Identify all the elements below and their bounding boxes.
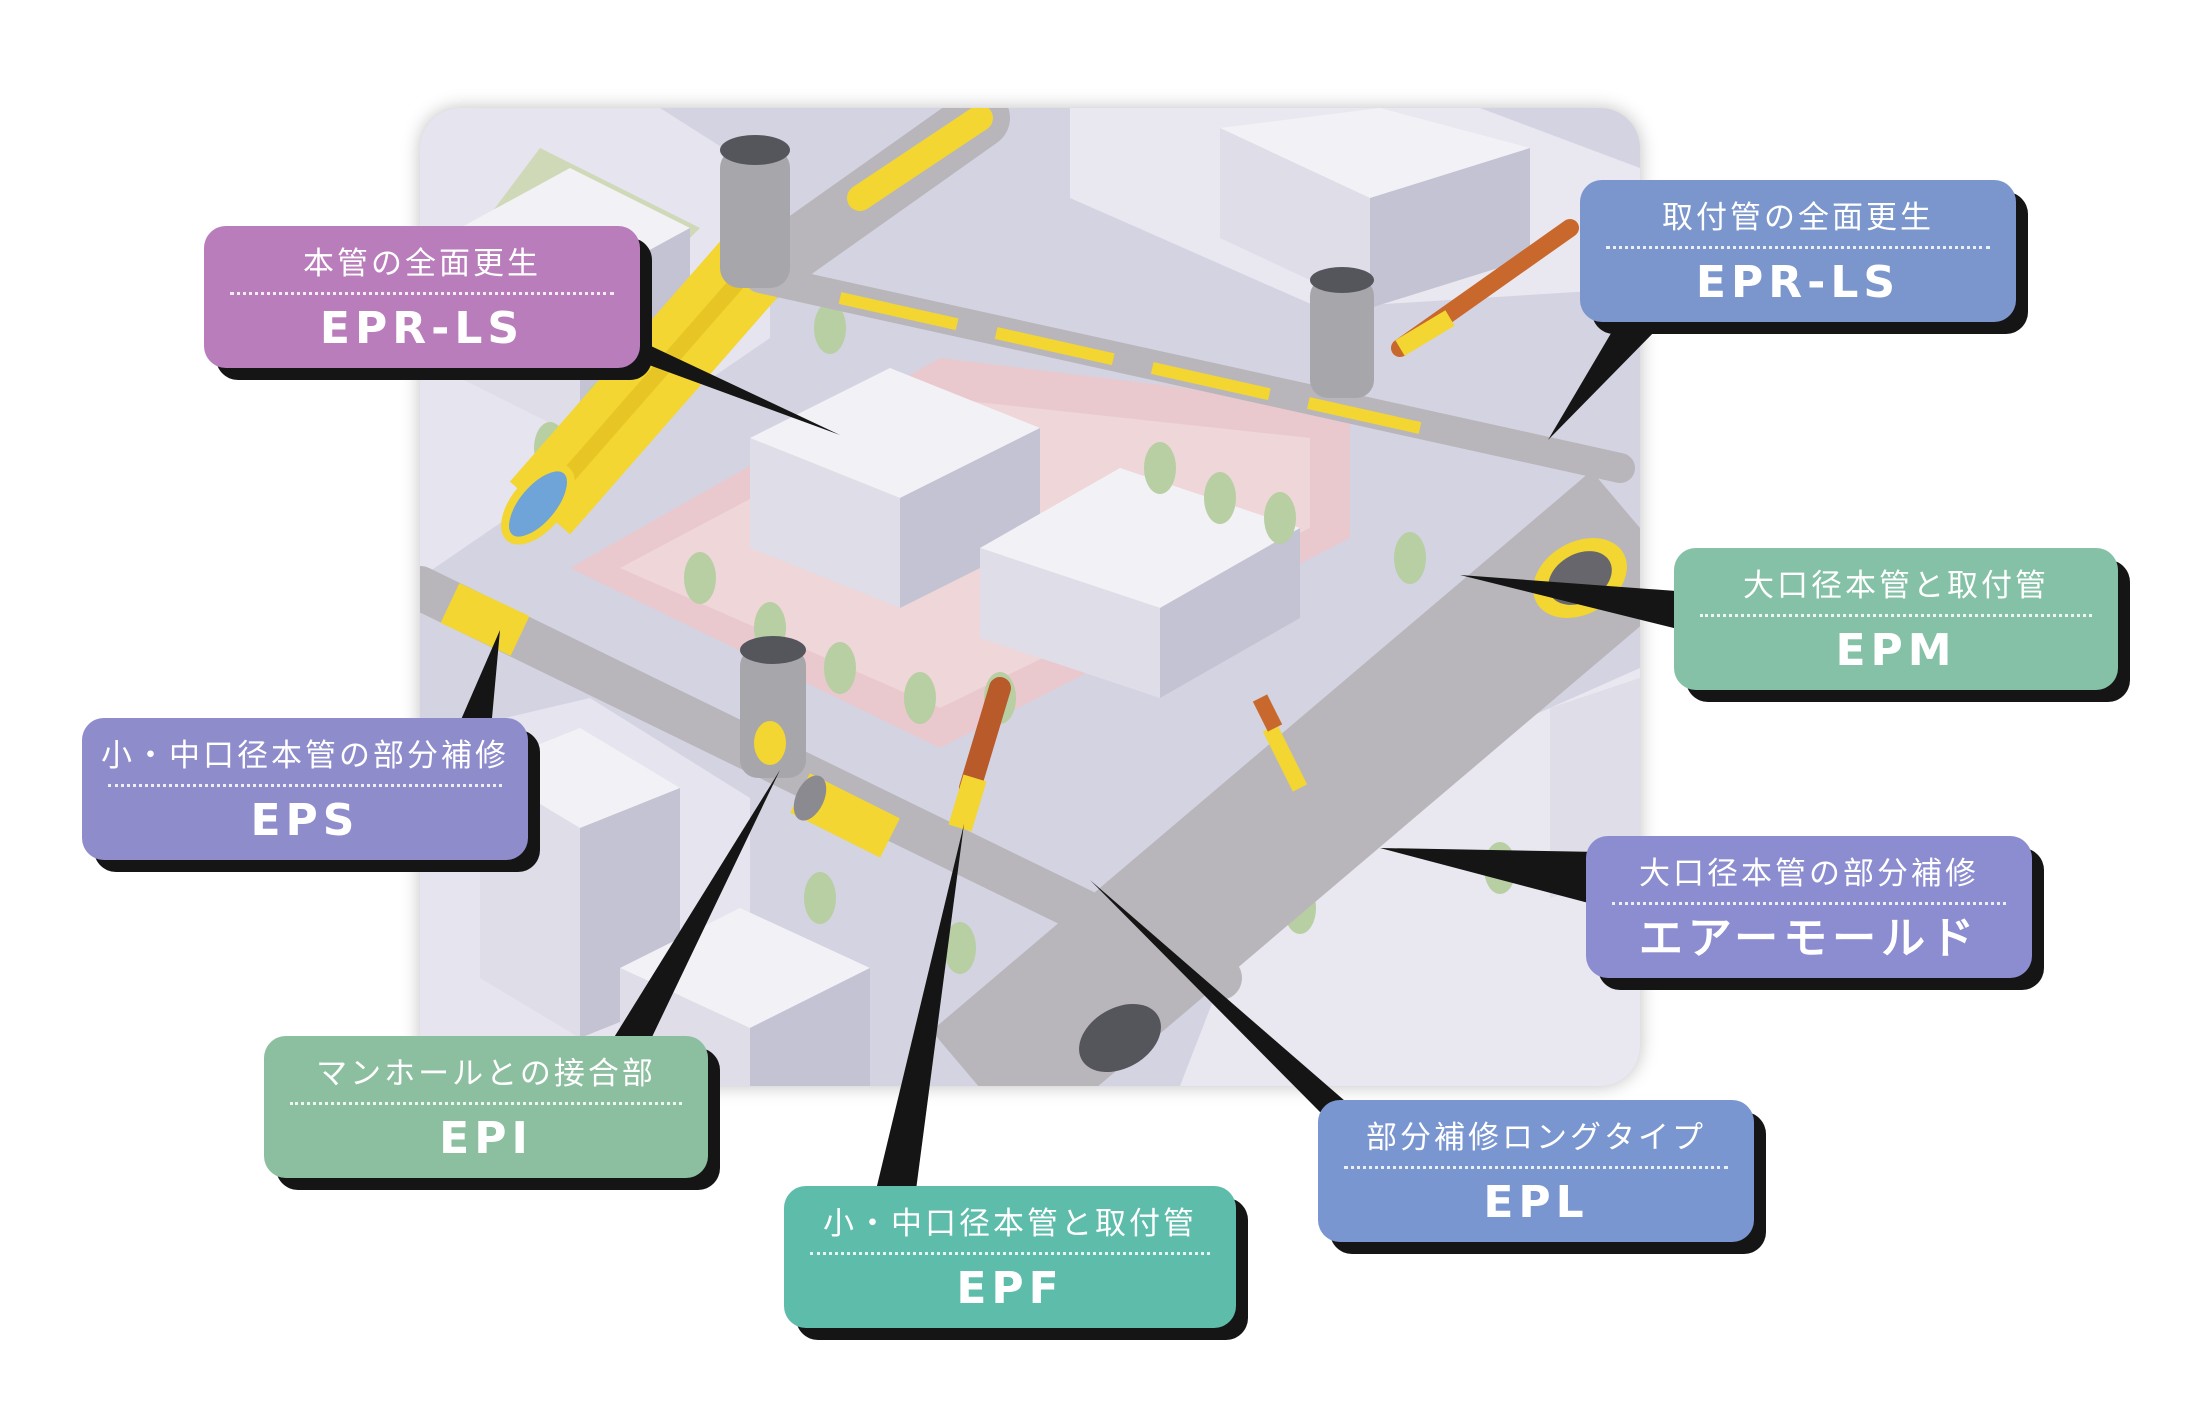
label-subtitle: 取付管の全面更生 [1662, 200, 1934, 236]
city-block-bottom-right [1180, 668, 1640, 1086]
label-subtitle: 大口径本管の部分補修 [1639, 856, 1979, 892]
label-divider [1606, 246, 1990, 249]
label-lateral-full-renewal: 取付管の全面更生 EPR-LS [1580, 180, 2016, 322]
building-center-tall [750, 368, 1040, 608]
main-pipe-lined-yellow [501, 241, 781, 545]
pointer-small-partial [460, 630, 500, 740]
label-manhole-joint: マンホールとの接合部 EPI [264, 1036, 708, 1178]
label-product-code: EPI [439, 1113, 533, 1164]
label-product-code: EPS [250, 795, 360, 846]
label-partial-repair-long-type: 部分補修ロングタイプ EPL [1318, 1100, 1754, 1242]
label-small-main-partial-repair: 小・中口径本管の部分補修 EPS [82, 718, 528, 860]
label-subtitle: 小・中口径本管の部分補修 [101, 738, 509, 774]
label-subtitle: 大口径本管と取付管 [1743, 568, 2049, 604]
label-divider [1344, 1166, 1728, 1169]
label-product-code: EPR-LS [319, 303, 525, 354]
label-product-code: エアーモールド [1638, 913, 1980, 964]
pointer-manhole-joint [600, 770, 780, 1062]
label-divider [230, 292, 614, 295]
label-main-full-renewal: 本管の全面更生 EPR-LS [204, 226, 640, 368]
building-top-right [1220, 108, 1530, 308]
pointer-partial-long [1090, 880, 1360, 1114]
label-product-code: EPR-LS [1695, 257, 1901, 308]
branch-pipe-right [745, 263, 1635, 483]
pointer-large-lateral [1460, 575, 1690, 632]
label-divider [290, 1102, 682, 1105]
manholes [720, 135, 1374, 778]
pointer-main-full [600, 322, 840, 435]
label-divider [108, 784, 502, 787]
label-subtitle: 本管の全面更生 [303, 246, 541, 282]
label-product-code: EPL [1483, 1177, 1589, 1228]
pointer-lateral-full [1548, 318, 1660, 440]
label-large-main-partial-repair: 大口径本管の部分補修 エアーモールド [1586, 836, 2032, 978]
pointer-small-lateral [876, 824, 964, 1190]
label-product-code: EPM [1835, 625, 1957, 676]
label-divider [1612, 902, 2006, 905]
label-subtitle: 部分補修ロングタイプ [1366, 1120, 1706, 1156]
label-divider [810, 1252, 1210, 1255]
label-small-main-and-lateral: 小・中口径本管と取付管 EPF [784, 1186, 1236, 1328]
label-product-code: EPF [956, 1263, 1064, 1314]
label-divider [1700, 614, 2092, 617]
label-subtitle: 小・中口径本管と取付管 [823, 1206, 1197, 1242]
pointer-large-partial [1380, 848, 1600, 906]
label-large-main-and-lateral: 大口径本管と取付管 EPM [1674, 548, 2118, 690]
label-subtitle: マンホールとの接合部 [316, 1056, 656, 1092]
lateral-pipes [948, 219, 1579, 872]
